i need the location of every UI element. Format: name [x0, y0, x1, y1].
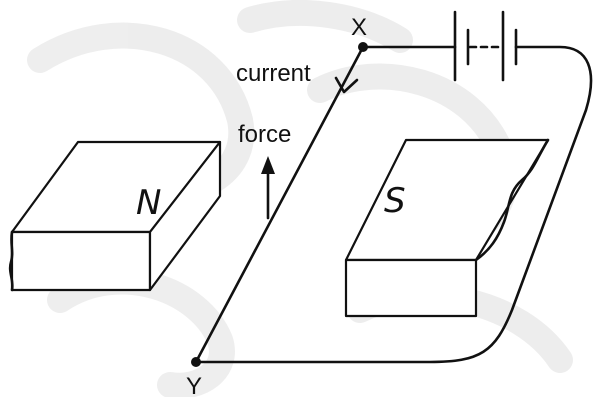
current-label: current	[236, 60, 311, 87]
battery	[453, 10, 518, 82]
point-x-label: X	[351, 14, 367, 41]
point-y-label: Y	[186, 373, 202, 397]
south-magnet-top	[344, 138, 550, 262]
north-magnet-front	[10, 230, 152, 292]
north-magnet-break-edge	[8, 230, 14, 292]
point-y-dot	[191, 357, 201, 367]
force-arrow-head	[261, 156, 275, 174]
current-direction-arrow	[334, 76, 359, 94]
south-magnet-front	[344, 258, 478, 318]
north-pole-label: N	[136, 183, 161, 223]
force-label: force	[238, 121, 291, 148]
north-magnet-side	[148, 140, 222, 292]
south-pole-label: S	[384, 181, 406, 221]
point-x-dot	[358, 42, 368, 52]
south-magnet: S	[344, 138, 550, 318]
north-magnet: N	[8, 140, 222, 292]
circuit-wire	[194, 45, 593, 364]
south-magnet-break-edge	[474, 138, 550, 262]
